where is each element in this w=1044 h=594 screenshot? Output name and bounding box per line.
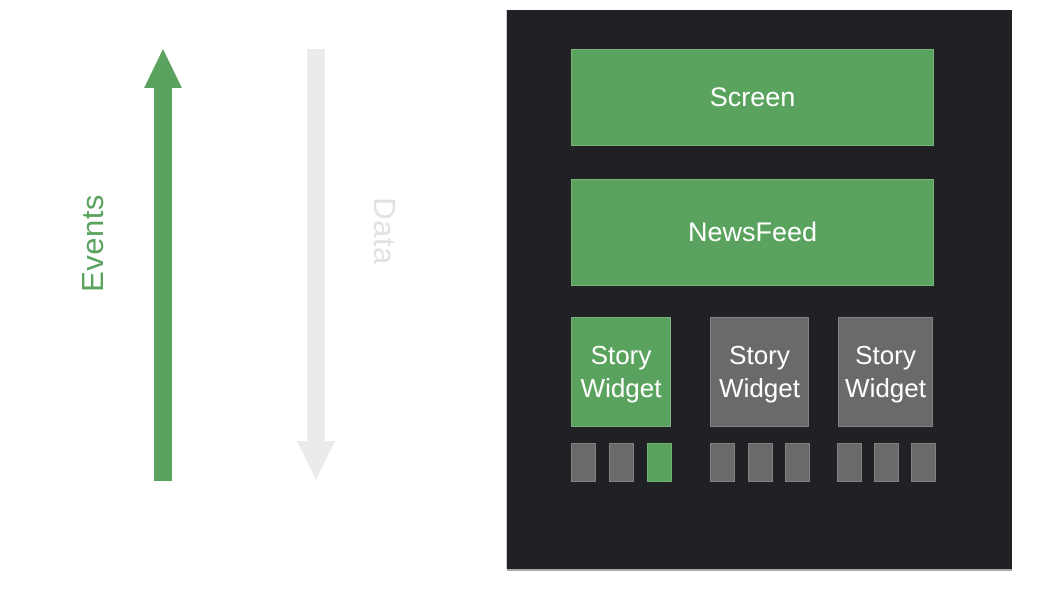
story-widget-box-1: Story Widget	[571, 317, 671, 427]
data-down-arrow-shaft	[307, 49, 325, 446]
story-block	[647, 443, 672, 482]
data-down-arrow-icon	[297, 441, 335, 480]
story-widget-label-line2: Widget	[580, 373, 662, 403]
screen-widget-box: Screen	[571, 49, 934, 146]
story-block	[874, 443, 899, 482]
screen-widget-label: Screen	[709, 82, 796, 112]
newsfeed-widget-box: NewsFeed	[571, 179, 934, 286]
story-block	[710, 443, 735, 482]
events-label: Events	[75, 194, 110, 292]
story-block	[837, 443, 862, 482]
story-widget-label-line2: Widget	[719, 373, 800, 403]
story-widget-box-3: Story Widget	[838, 317, 933, 427]
story-block	[785, 443, 810, 482]
data-label: Data	[367, 197, 402, 265]
newsfeed-widget-label: NewsFeed	[687, 217, 818, 247]
story-block	[571, 443, 596, 482]
story-block	[748, 443, 773, 482]
story-widget-label-line1: Story	[729, 340, 790, 370]
story-widget-box-2: Story Widget	[710, 317, 809, 427]
events-up-arrow-icon	[144, 49, 182, 88]
story-widget-label-line1: Story	[855, 340, 916, 370]
app-widget-panel: Screen NewsFeed Story Widget Story Widge…	[507, 10, 1012, 569]
story-block	[911, 443, 936, 482]
story-block	[609, 443, 634, 482]
story-widget-label-line1: Story	[590, 340, 652, 370]
events-up-arrow-shaft	[154, 86, 172, 481]
story-widget-label-line2: Widget	[845, 373, 926, 403]
